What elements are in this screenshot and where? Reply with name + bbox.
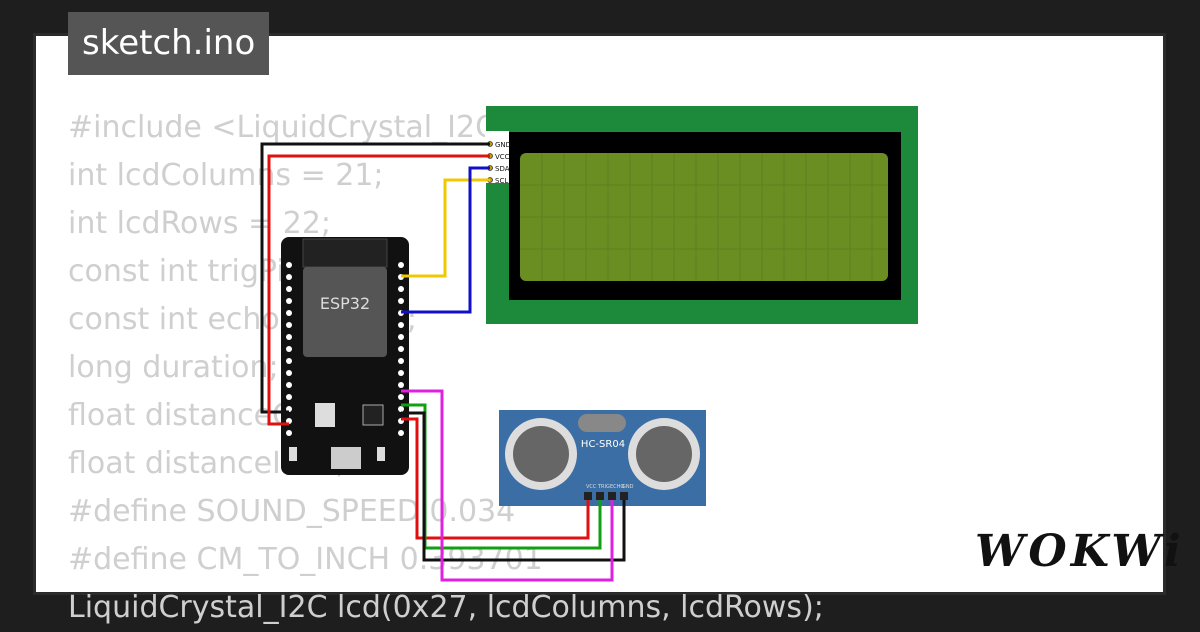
- sensor-label: HC-SR04: [581, 439, 625, 450]
- code-line: LiquidCrystal_I2C lcd(0x27, lcdColumns, …: [68, 590, 824, 625]
- wire-sensor-vcc-red: [401, 417, 590, 540]
- lcd-pin-gnd: GND: [495, 141, 511, 149]
- wire-sensor-echo-magenta: [401, 389, 614, 582]
- wire-gnd-black: [260, 142, 490, 414]
- wires: [260, 142, 626, 582]
- lcd-pin-sda: SDA: [495, 165, 510, 173]
- wire-sda-yellow: [401, 178, 490, 278]
- file-title-tab[interactable]: sketch.ino: [68, 12, 270, 75]
- hc-sr04-sensor[interactable]: HC-SR04 VCC TRIG ECHO GND: [499, 410, 706, 506]
- lcd-module[interactable]: GND VCC SDA SCL: [485, 106, 918, 324]
- wokwi-logo[interactable]: WOKWi: [975, 526, 1185, 577]
- simulation-canvas[interactable]: #include <LiquidCrystal_I2C.h> int lcdCo…: [33, 33, 1166, 625]
- esp32-board[interactable]: ESP32: [281, 237, 409, 475]
- code-line: long duration;: [68, 350, 279, 385]
- sensor-pin-vcc: VCC: [586, 484, 597, 490]
- sensor-pin-gnd: GND: [622, 484, 634, 490]
- sensor-pin-echo: ECHO: [610, 484, 624, 490]
- lcd-pin-vcc: VCC: [495, 153, 510, 161]
- circuit-diagram: GND VCC SDA SCL ESP32: [260, 106, 918, 582]
- wire-vcc-red: [267, 154, 490, 426]
- sensor-pin-trig: TRIG: [597, 484, 610, 490]
- wire-scl-blue: [401, 166, 490, 314]
- code-line: int lcdColumns = 21;: [68, 158, 384, 193]
- esp32-label: ESP32: [320, 294, 370, 313]
- wire-sensor-gnd-black: [401, 411, 626, 562]
- code-line: int lcdRows = 22;: [68, 206, 332, 241]
- lcd-pin-scl: SCL: [495, 177, 508, 185]
- code-line: #include <LiquidCrystal_I2C.h>: [68, 110, 550, 145]
